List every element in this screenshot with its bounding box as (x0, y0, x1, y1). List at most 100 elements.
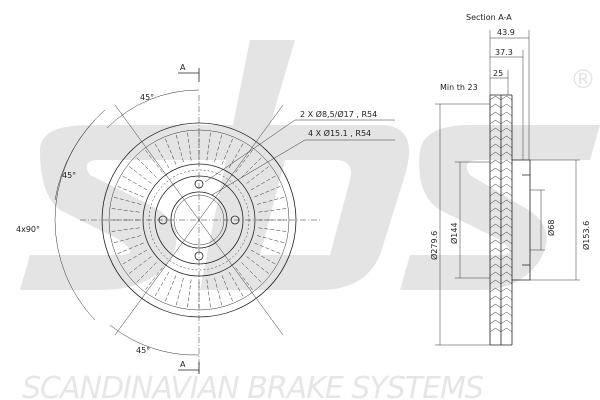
hatch-mark (500, 127, 513, 133)
vane (206, 279, 211, 308)
vane (258, 227, 287, 232)
vane (113, 235, 142, 244)
section-marker-bottom: A (180, 360, 186, 369)
dim-hat-height: 37.3 (495, 48, 513, 57)
hatch-mark (500, 263, 513, 269)
hatch-mark (489, 247, 502, 253)
vane (246, 256, 269, 274)
vane (145, 150, 163, 173)
hatch-mark (489, 191, 502, 197)
hatch-mark (489, 215, 502, 221)
hatch-mark (489, 207, 502, 213)
vane (254, 186, 281, 198)
hatch-mark (500, 175, 513, 181)
hatch-mark (489, 199, 502, 205)
hatch-mark (489, 127, 502, 133)
hatch-mark (500, 143, 513, 149)
hatch-mark (500, 207, 513, 213)
hatch-mark (489, 327, 502, 333)
vane (122, 249, 148, 265)
vane (187, 132, 192, 161)
hatch-mark (489, 255, 502, 261)
dia-hat: Ø153.6 (581, 221, 591, 250)
hatch-mark (500, 95, 513, 101)
hatch-mark (500, 327, 513, 333)
vane (214, 134, 223, 163)
angle-left-label: 45° (62, 171, 76, 180)
registered-mark: ® (570, 65, 596, 95)
hatch-mark (500, 215, 513, 221)
dia-inner-friction: Ø144 (449, 222, 459, 244)
hatch-mark (500, 199, 513, 205)
vane (221, 275, 233, 302)
hatch-mark (500, 223, 513, 229)
vane (175, 134, 184, 163)
vane (241, 157, 262, 178)
sbs-watermark-logo (20, 40, 600, 290)
vane (129, 256, 152, 274)
vane (235, 267, 253, 290)
hatch-mark (500, 311, 513, 317)
hatch-mark (489, 319, 502, 325)
vane (256, 196, 285, 205)
vane (175, 277, 184, 306)
vane (228, 143, 244, 169)
vane (117, 242, 144, 254)
angle-top-label: 45° (140, 93, 154, 102)
min-thickness: Min th 23 (440, 83, 478, 92)
hatch-mark (489, 175, 502, 181)
section-a-a-view: Section A-A 43.9 37.3 25 Min th 23 Ø279.… (429, 13, 591, 346)
vane (129, 166, 152, 184)
vane (154, 143, 170, 169)
hatch-mark (500, 271, 513, 277)
vane (111, 208, 140, 213)
hatch-mark (489, 135, 502, 141)
hatch-mark (500, 255, 513, 261)
hatch-mark (489, 239, 502, 245)
hatch-mark (500, 191, 513, 197)
vane (122, 175, 148, 191)
vane (165, 138, 177, 165)
vane (145, 267, 163, 290)
dim-thickness: 25 (493, 69, 503, 78)
hatch-mark (500, 319, 513, 325)
hatch-mark (500, 247, 513, 253)
hatch-mark (489, 151, 502, 157)
hatch-mark (489, 183, 502, 189)
hatch-mark (500, 111, 513, 117)
vane (136, 157, 157, 178)
vane (228, 271, 244, 297)
hatch-mark (489, 271, 502, 277)
disc-front-view: A A 45° 45° 45° 4x90° 2 X Ø8,5/Ø17 , R54… (16, 63, 395, 374)
vane (221, 138, 233, 165)
hatch-mark (489, 159, 502, 165)
vane (241, 262, 262, 283)
hatch-mark (489, 167, 502, 173)
angle-full-label: 4x90° (16, 225, 40, 234)
vane (113, 196, 142, 205)
hatch-mark (500, 103, 513, 109)
vane (154, 271, 170, 297)
hatch-mark (500, 119, 513, 125)
hatch-mark (489, 303, 502, 309)
hatch-mark (489, 103, 502, 109)
hatch-mark (489, 143, 502, 149)
angle-bottom-label: 45° (136, 346, 150, 355)
hatch-mark (489, 111, 502, 117)
dim-total-height: 43.9 (497, 28, 515, 37)
vane (117, 186, 144, 198)
vane (187, 279, 192, 308)
cooling-vanes (111, 132, 287, 308)
hatch-mark (489, 223, 502, 229)
hatch-mark (489, 279, 502, 285)
dia-center-bore: Ø68 (546, 220, 556, 236)
hatch-mark (489, 263, 502, 269)
hatch-mark (500, 295, 513, 301)
hatch-mark (500, 287, 513, 293)
hatch-mark (500, 303, 513, 309)
hatch-mark (500, 159, 513, 165)
hatch-mark (500, 231, 513, 237)
hatch-mark (500, 135, 513, 141)
hatch-mark (500, 151, 513, 157)
hatch-mark (489, 231, 502, 237)
